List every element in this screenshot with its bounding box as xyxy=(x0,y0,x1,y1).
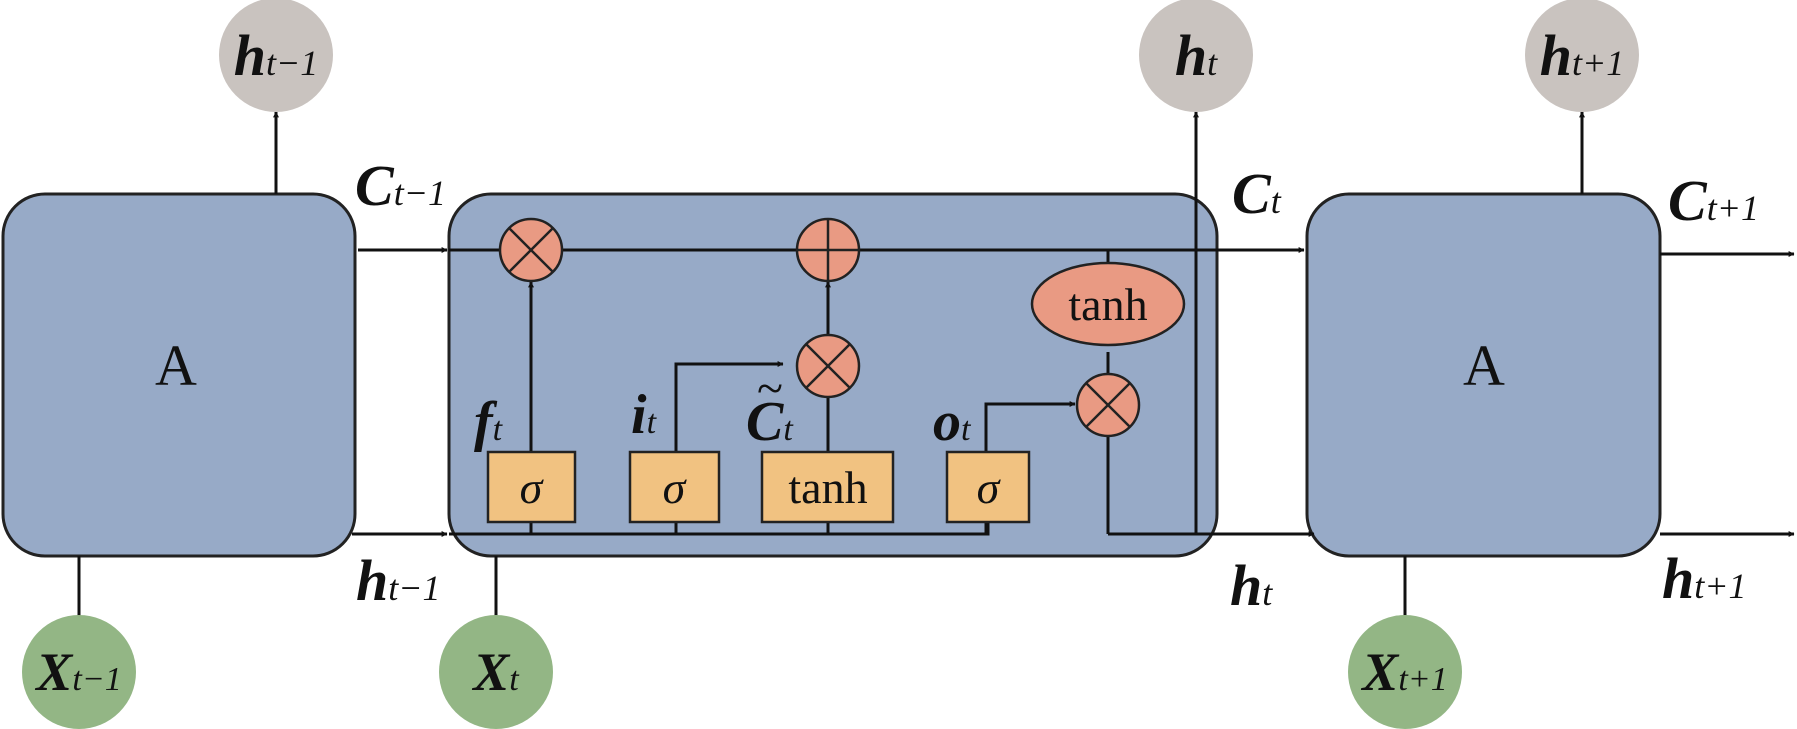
input-multiply-icon xyxy=(795,333,861,399)
h-next-output-label: ht+1 xyxy=(1540,23,1625,88)
cell-tanh-op xyxy=(1030,261,1186,347)
x-prev-input-node xyxy=(22,615,136,729)
right-cell-block xyxy=(1305,192,1662,558)
h-prev-label: ht−1 xyxy=(356,548,441,613)
candidate-gate-box xyxy=(760,450,895,524)
cell-add-icon xyxy=(795,217,861,283)
forget-gate-symbol: σ xyxy=(520,462,545,513)
candidate-gate-accent: ~ xyxy=(757,362,783,415)
h-prev-output-label: ht−1 xyxy=(234,23,319,88)
c-next-label: Ct+1 xyxy=(1668,168,1759,233)
forget-gate-box xyxy=(486,450,577,524)
output-gate-box xyxy=(945,450,1031,524)
x-prev-input-label: Xt−1 xyxy=(34,642,121,702)
input-gate-label: it xyxy=(631,384,658,446)
h-t-output-node xyxy=(1139,0,1253,112)
h-next-label: ht+1 xyxy=(1662,546,1747,611)
left-cell-block xyxy=(1,192,357,558)
x-next-input-node xyxy=(1348,615,1462,729)
output-multiply-icon xyxy=(1075,372,1141,438)
h-t-label: ht xyxy=(1230,553,1273,618)
c-prev-label: Ct−1 xyxy=(355,153,446,218)
output-gate-symbol: σ xyxy=(977,462,1002,513)
left-cell-label: A xyxy=(155,333,197,398)
forget-multiply-icon xyxy=(498,217,564,283)
input-gate-symbol: σ xyxy=(663,462,688,513)
h-t-output-label: ht xyxy=(1175,23,1218,88)
h-prev-output-node xyxy=(219,0,333,112)
x-next-input-label: Xt+1 xyxy=(1360,642,1447,702)
input-gate-box xyxy=(628,450,721,524)
cell-tanh-label: tanh xyxy=(1068,279,1147,330)
h-next-output-node xyxy=(1525,0,1639,112)
candidate-gate-label: Ct xyxy=(746,391,794,453)
x-t-input-label: Xt xyxy=(471,642,520,702)
x-t-input-node xyxy=(439,615,553,729)
c-t-label: Ct xyxy=(1232,161,1282,226)
candidate-gate-symbol: tanh xyxy=(788,462,867,513)
output-gate-label: ot xyxy=(933,391,972,453)
right-cell-label: A xyxy=(1463,333,1505,398)
